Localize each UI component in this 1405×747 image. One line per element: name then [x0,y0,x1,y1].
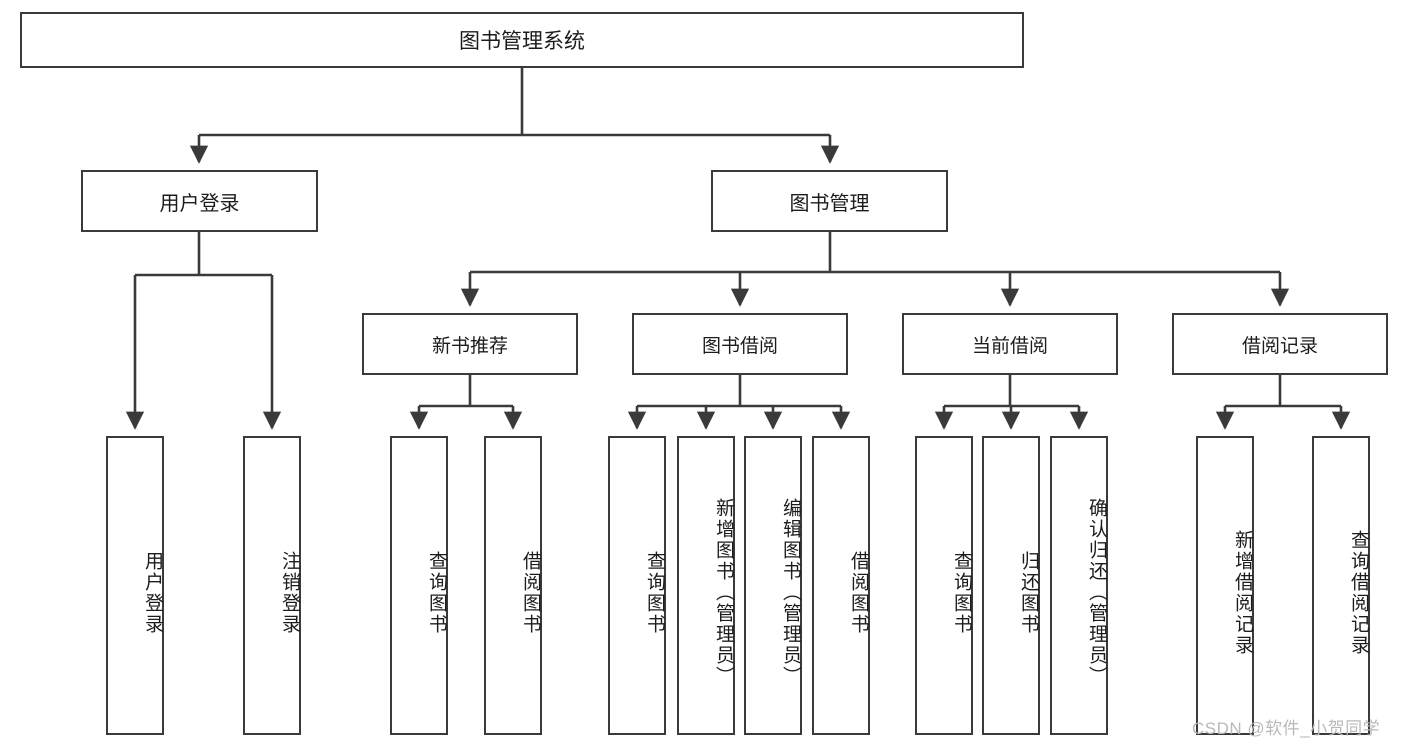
node-book-management[interactable]: 图书管理 [711,170,948,232]
node-label: 借阅图书 [848,550,869,635]
leaf-confirm-return[interactable]: 确认归还（管理员） [1050,436,1108,735]
leaf-query-book-borrow[interactable]: 查询图书 [608,436,666,735]
node-label: 查询图书 [644,550,665,635]
node-book-borrow[interactable]: 图书借阅 [632,313,848,375]
node-label: 查询借阅记录 [1348,529,1369,656]
leaf-add-book[interactable]: 新增图书（管理员） [677,436,735,735]
node-label: 图书管理系统 [459,30,585,53]
leaf-borrow-book[interactable]: 借阅图书 [812,436,870,735]
node-label: 编辑图书（管理员） [780,498,801,687]
node-borrow-record[interactable]: 借阅记录 [1172,313,1388,375]
node-label: 用户登录 [159,192,240,215]
node-new-book-recommend[interactable]: 新书推荐 [362,313,578,375]
node-label: 借阅记录 [1241,335,1318,357]
node-label: 新增借阅记录 [1232,529,1253,656]
node-label: 用户登录 [142,550,163,635]
node-label: 图书管理 [789,192,870,215]
node-root-system[interactable]: 图书管理系统 [20,12,1024,68]
node-label: 图书借阅 [701,335,778,357]
leaf-query-book-recommend[interactable]: 查询图书 [390,436,448,735]
node-label: 查询图书 [426,550,447,635]
node-label: 当前借阅 [971,335,1048,357]
leaf-return-book[interactable]: 归还图书 [982,436,1040,735]
node-label: 注销登录 [279,550,300,635]
leaf-user-login[interactable]: 用户登录 [106,436,164,735]
leaf-borrow-book-recommend[interactable]: 借阅图书 [484,436,542,735]
node-label: 查询图书 [951,550,972,635]
node-label: 归还图书 [1018,550,1039,635]
leaf-query-borrow-record[interactable]: 查询借阅记录 [1312,436,1370,735]
leaf-logout-login[interactable]: 注销登录 [243,436,301,735]
node-label: 借阅图书 [520,550,541,635]
node-label: 新书推荐 [431,335,508,357]
node-current-borrow[interactable]: 当前借阅 [902,313,1118,375]
leaf-add-borrow-record[interactable]: 新增借阅记录 [1196,436,1254,735]
node-label: 确认归还（管理员） [1086,498,1107,687]
node-label: 新增图书（管理员） [713,498,734,687]
leaf-query-book-current[interactable]: 查询图书 [915,436,973,735]
csdn-watermark: CSDN @软件_小贺同学 [1192,719,1381,738]
node-user-login[interactable]: 用户登录 [81,170,318,232]
leaf-edit-book[interactable]: 编辑图书（管理员） [744,436,802,735]
